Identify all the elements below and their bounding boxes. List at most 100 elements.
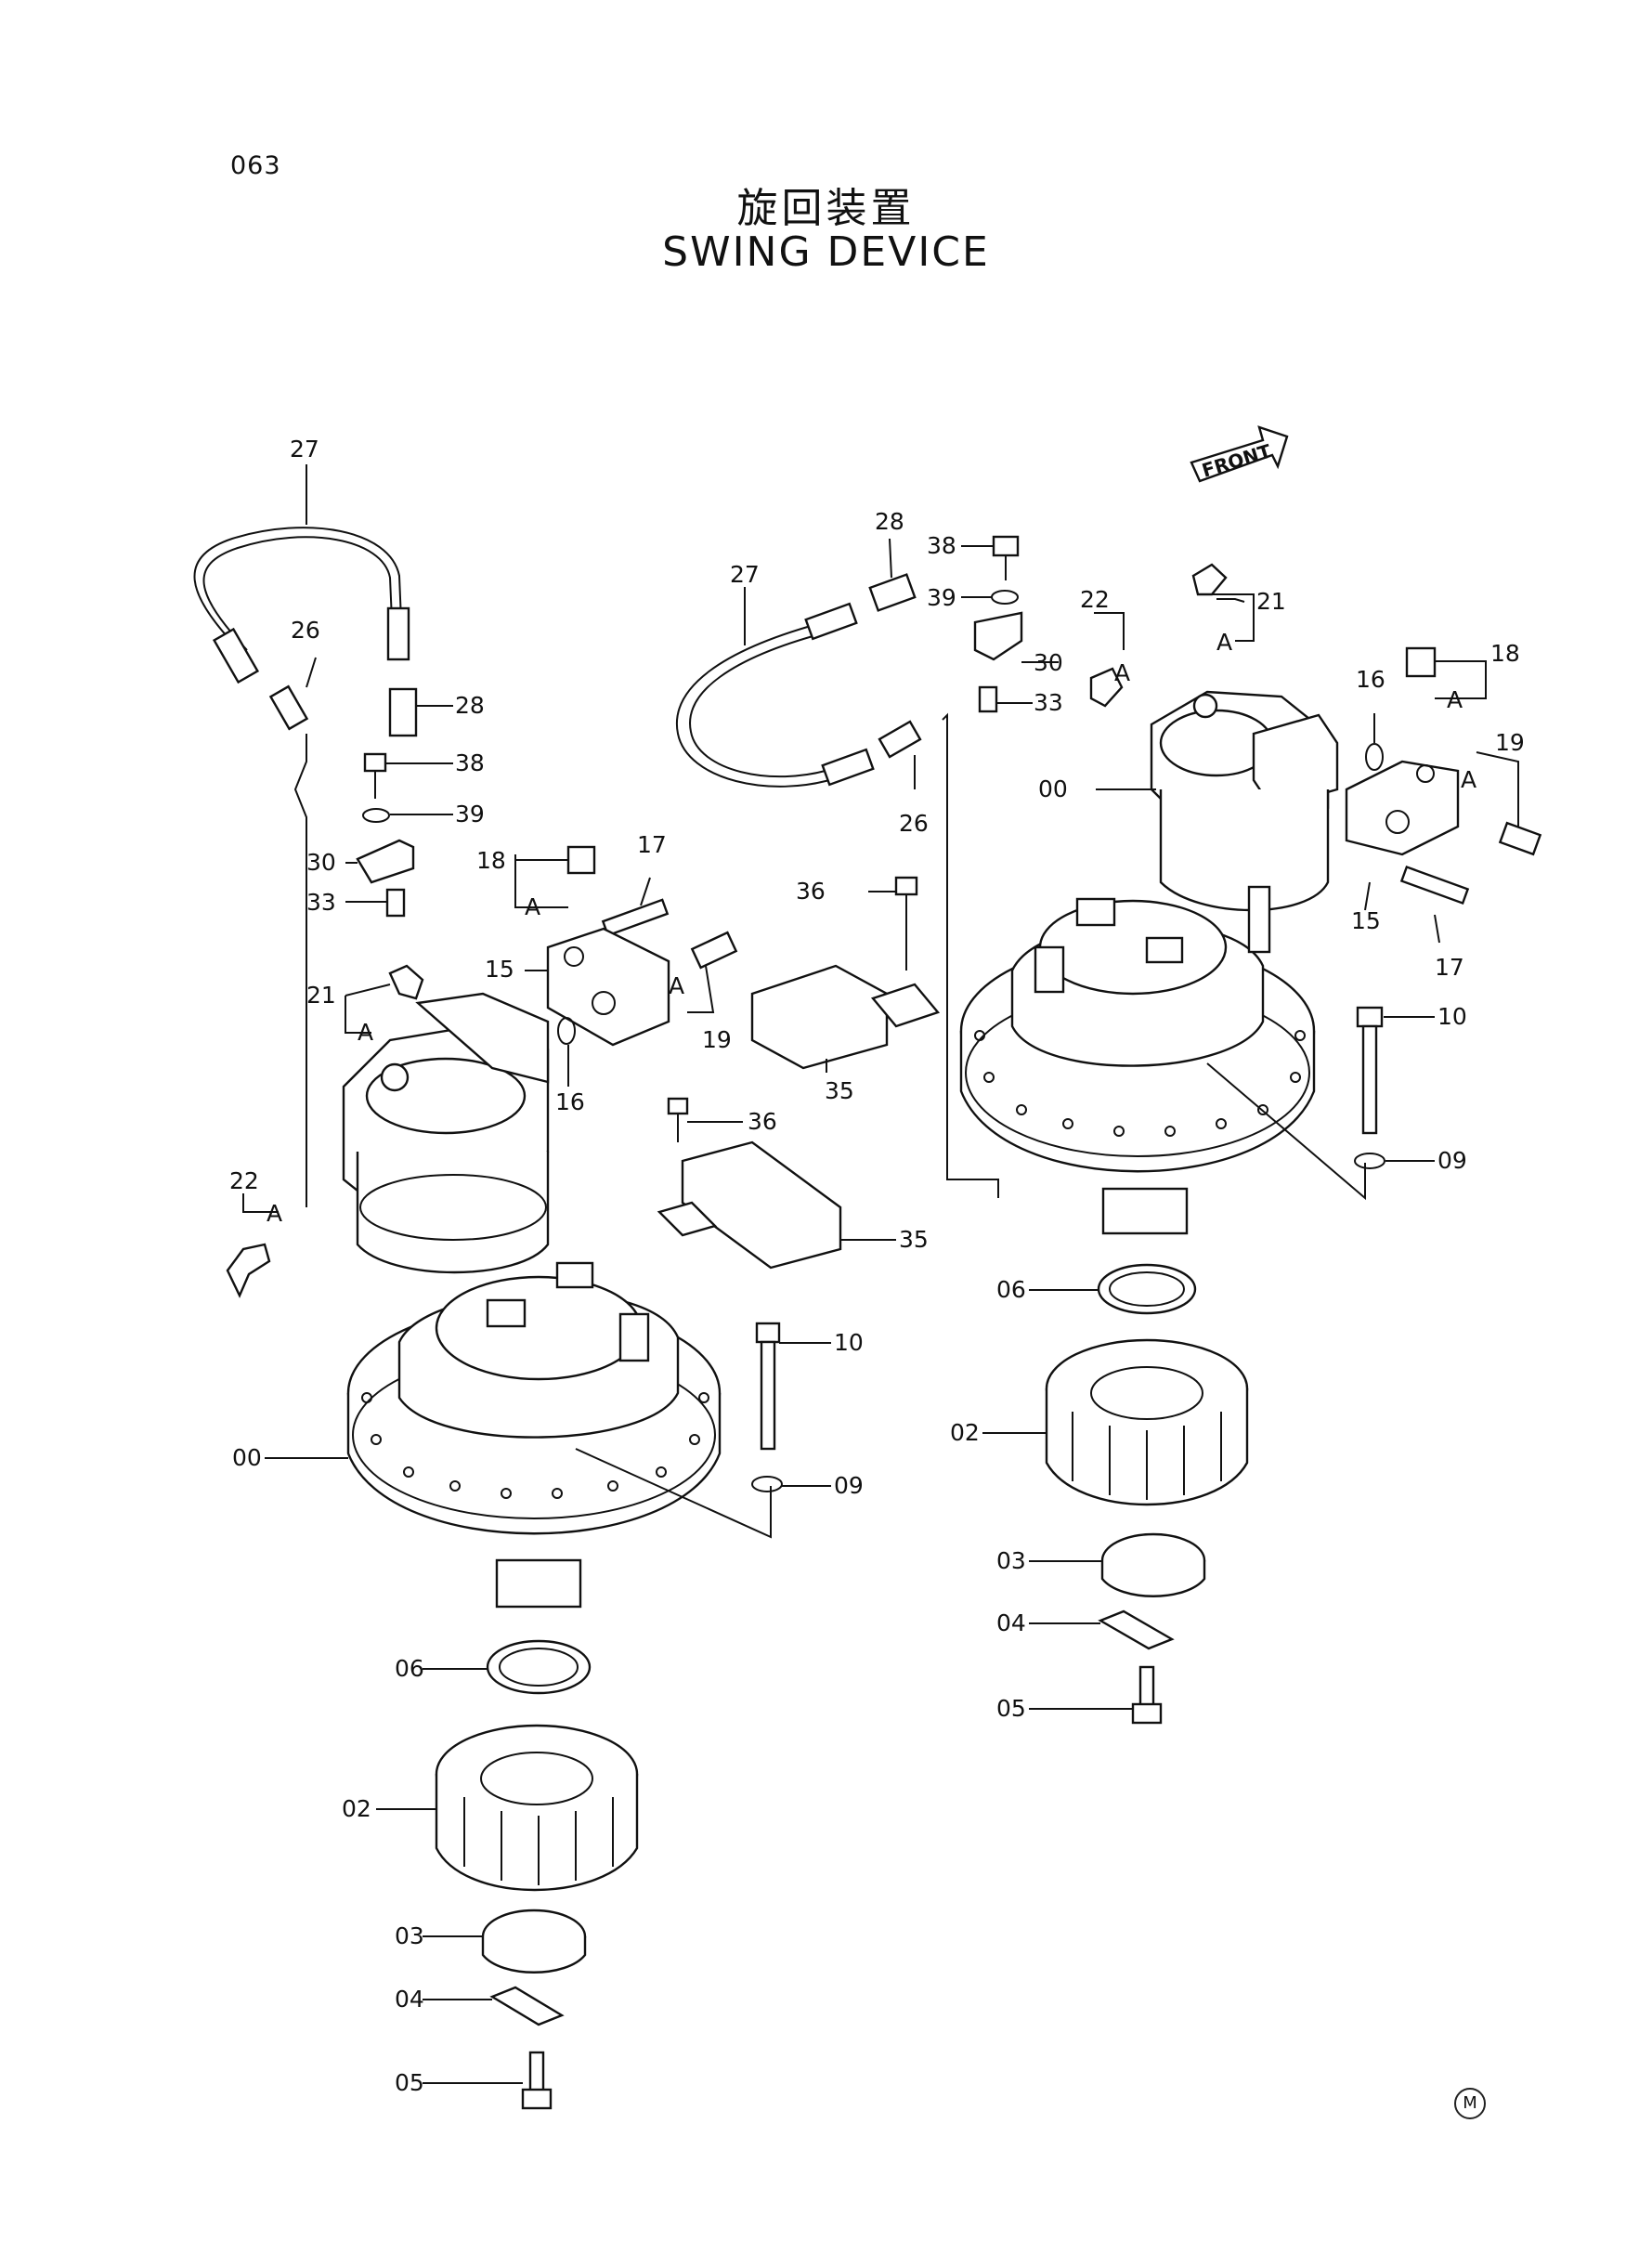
label-a4-right: A (1461, 766, 1476, 793)
label-27-right: 27 (730, 561, 760, 588)
label-15-left: 15 (485, 956, 514, 983)
connector-28-right (868, 573, 917, 612)
elbow-21-right (1191, 563, 1228, 596)
motor-body-right (1159, 789, 1330, 912)
washer-39-left (362, 808, 390, 823)
pinion-shaft-right (1101, 1187, 1189, 1235)
valve-plate-left (415, 992, 550, 1084)
label-18-left: 18 (476, 847, 506, 874)
input-spline-left (618, 1312, 650, 1362)
label-38-left: 38 (455, 749, 485, 776)
pinion-shaft-left (495, 1558, 582, 1609)
label-27-left: 27 (290, 436, 319, 463)
label-03-right: 03 (996, 1547, 1026, 1574)
label-a2-right: A (1114, 659, 1130, 686)
elbow-22-right (1089, 667, 1124, 708)
label-28-right: 28 (875, 508, 904, 535)
fitting-19-right (1498, 821, 1542, 856)
label-02-right: 02 (950, 1419, 980, 1446)
label-a1-left: A (525, 893, 540, 920)
front-label: FRONT (1199, 439, 1273, 481)
valve-plate-right (1252, 713, 1339, 810)
hose-fitting-top-right (804, 602, 858, 641)
connector-28-left (388, 687, 418, 737)
label-19-left: 19 (702, 1026, 732, 1053)
label-16-right: 16 (1356, 666, 1385, 693)
oring-16-right (1365, 743, 1384, 771)
label-04-right: 04 (996, 1609, 1026, 1636)
hose-fitting-left (212, 627, 260, 684)
label-10-left: 10 (834, 1329, 864, 1356)
label-30-left: 30 (306, 849, 336, 876)
label-06-left: 06 (395, 1655, 424, 1682)
label-03-left: 03 (395, 1922, 424, 1949)
label-28-left: 28 (455, 692, 485, 719)
label-17-left: 17 (637, 831, 667, 858)
label-15-right: 15 (1351, 907, 1381, 934)
label-38-right: 38 (927, 532, 956, 559)
bolt-36-left (667, 1097, 689, 1115)
label-39-left: 39 (455, 801, 485, 827)
plug-18-left (566, 845, 596, 875)
label-00-right: 00 (1038, 775, 1068, 802)
label-33-left: 33 (306, 889, 336, 916)
label-36-left: 36 (748, 1108, 777, 1135)
label-26-left: 26 (291, 617, 320, 644)
label-18-right: 18 (1490, 640, 1520, 667)
label-16-left: 16 (555, 1088, 585, 1115)
oring-16-left (557, 1017, 576, 1045)
label-39-right: 39 (927, 584, 956, 611)
bolt-05-left (528, 2051, 545, 2093)
bolt-17-right (1399, 865, 1470, 905)
label-04-left: 04 (395, 1986, 424, 2013)
page-code: 063 (230, 151, 281, 180)
plug-33-left (385, 888, 406, 918)
label-00-left: 00 (232, 1444, 262, 1471)
bolt-17-left (601, 898, 670, 937)
block-35-right (750, 964, 889, 1070)
elbow-22-left (226, 1243, 271, 1298)
label-33-right: 33 (1034, 689, 1063, 716)
block-15-right (1345, 760, 1460, 856)
bolt-38-right (992, 535, 1020, 557)
title-japanese: 旋回装置 (736, 185, 916, 232)
title-english: SWING DEVICE (662, 228, 990, 276)
plate-04-left (489, 1986, 565, 2026)
plug-18-right (1405, 646, 1437, 678)
label-36-right: 36 (796, 878, 826, 905)
right-assembly: 28 38 27 39 22 21 A 30 A 16 18 33 A 19 0… (675, 508, 1542, 1725)
plate-04-right (1098, 1609, 1175, 1650)
washer-39-right (991, 590, 1019, 605)
front-arrow: FRONT (1190, 425, 1289, 483)
bolt-05-right (1138, 1665, 1155, 1708)
seal-06-left (486, 1639, 592, 1695)
label-35-right: 35 (825, 1077, 854, 1104)
label-21-right: 21 (1256, 588, 1286, 615)
label-22-right: 22 (1080, 586, 1110, 613)
label-05-right: 05 (996, 1695, 1026, 1722)
hose-fitting-bottom-right (821, 748, 875, 787)
bolt-38-left (363, 752, 387, 773)
bolt-10-right (1356, 1006, 1384, 1028)
fitting-19-left (690, 931, 738, 970)
bracket-30-right (973, 611, 1023, 661)
label-35-left: 35 (899, 1226, 929, 1253)
label-17-right: 17 (1435, 954, 1464, 981)
corner-mark: M (1454, 2088, 1486, 2119)
label-21-left: 21 (306, 982, 336, 1009)
label-10-right: 10 (1437, 1003, 1467, 1030)
plug-33-right (978, 685, 998, 713)
label-26-right: 26 (899, 810, 929, 837)
washer-09-right (1354, 1153, 1385, 1169)
motor-body-left (356, 1152, 550, 1274)
label-a3-left: A (669, 972, 684, 999)
hose-fitting-right (386, 606, 410, 661)
bolt-36-right (894, 876, 918, 896)
label-09-right: 09 (1437, 1147, 1467, 1174)
hose-27-left (193, 527, 402, 651)
input-spline-right (1034, 945, 1065, 994)
label-22-left: 22 (229, 1167, 259, 1194)
label-02-left: 02 (342, 1795, 371, 1822)
label-a1-right: A (1216, 629, 1232, 656)
